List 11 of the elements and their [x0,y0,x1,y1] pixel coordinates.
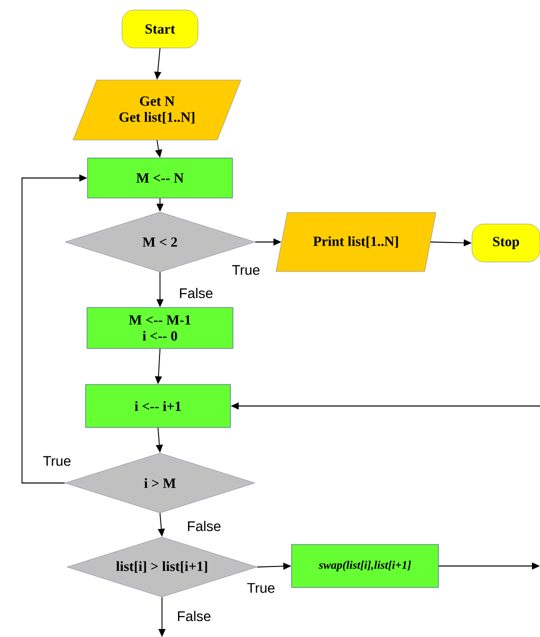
edge-label: False [178,286,214,300]
terminal-box: Stop [472,224,540,262]
edge-label: False [176,610,212,622]
input-output-box: Get N Get list[1..N] [72,80,242,140]
edge-label: False [186,520,222,532]
input-output-box: Print list[1..N] [276,212,436,272]
terminal-box: Start [122,10,198,48]
process-box: M <-- M-1 i <-- 0 [86,307,234,349]
process-box: M <-- N [87,158,233,198]
process-box: i <-- i+1 [85,384,231,428]
process-box: swap(list[i],list[i+1] [291,544,439,588]
